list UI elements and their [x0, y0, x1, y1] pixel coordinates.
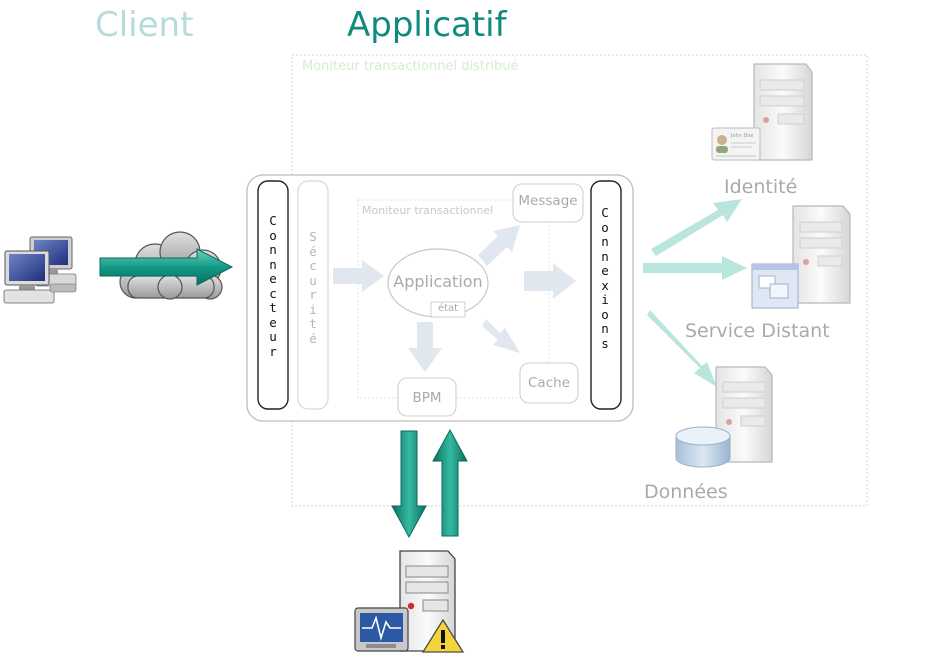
arrow-down-to-admin [391, 430, 427, 539]
cache-node [519, 362, 579, 404]
connexions-label: C o n n e x i o n s [601, 205, 609, 351]
applicatif-header: Applicatif [347, 5, 507, 45]
client-computers-icon [3, 236, 77, 304]
bpm-label: BPM [412, 390, 442, 406]
service-distant-label: Service Distant [685, 320, 830, 342]
arrow-app-to-cache [482, 319, 520, 353]
etat-tag [430, 301, 466, 318]
id-card-text: John Doe [730, 133, 753, 139]
cache-label: Cache [528, 375, 570, 391]
securite-label: S é c u r i t é [309, 229, 317, 346]
window-icon [751, 263, 799, 309]
connecteur-label: C o n n e c t e u r [269, 213, 277, 359]
bpm-node [397, 377, 457, 417]
application-label: Application [393, 272, 483, 291]
server-identite-icon [753, 63, 813, 161]
message-node [512, 183, 584, 223]
arrow-app-to-message [478, 225, 520, 266]
arrow-app-to-connexions [524, 263, 576, 299]
id-card-icon: John Doe [711, 127, 761, 161]
connecteur-column [257, 180, 289, 410]
arrow-app-to-bpm [408, 322, 442, 372]
server-service-distant-icon [792, 205, 851, 304]
identite-label: Identité [724, 176, 798, 198]
database-icon [675, 426, 731, 468]
distributed-monitor-zone [291, 54, 868, 507]
arrow-to-donnees [647, 310, 717, 387]
local-monitor-title: Moniteur transactionnel [362, 204, 494, 217]
arrow-securite-to-app [333, 260, 384, 292]
connexions-column [590, 180, 622, 410]
monitor-icon [354, 607, 409, 652]
arrow-client-to-connecteur [99, 248, 234, 286]
distributed-monitor-title: Moniteur transactionnel distribué [302, 59, 519, 74]
arrow-to-service-distant [643, 256, 747, 280]
client-header: Client [95, 5, 194, 45]
arrow-up-from-admin [432, 428, 468, 537]
arrow-to-identite [651, 199, 742, 256]
message-label: Message [518, 193, 578, 209]
donnees-label: Données [644, 481, 728, 503]
warning-icon [421, 618, 465, 653]
etat-label: état [437, 303, 459, 314]
securite-column [297, 180, 329, 410]
